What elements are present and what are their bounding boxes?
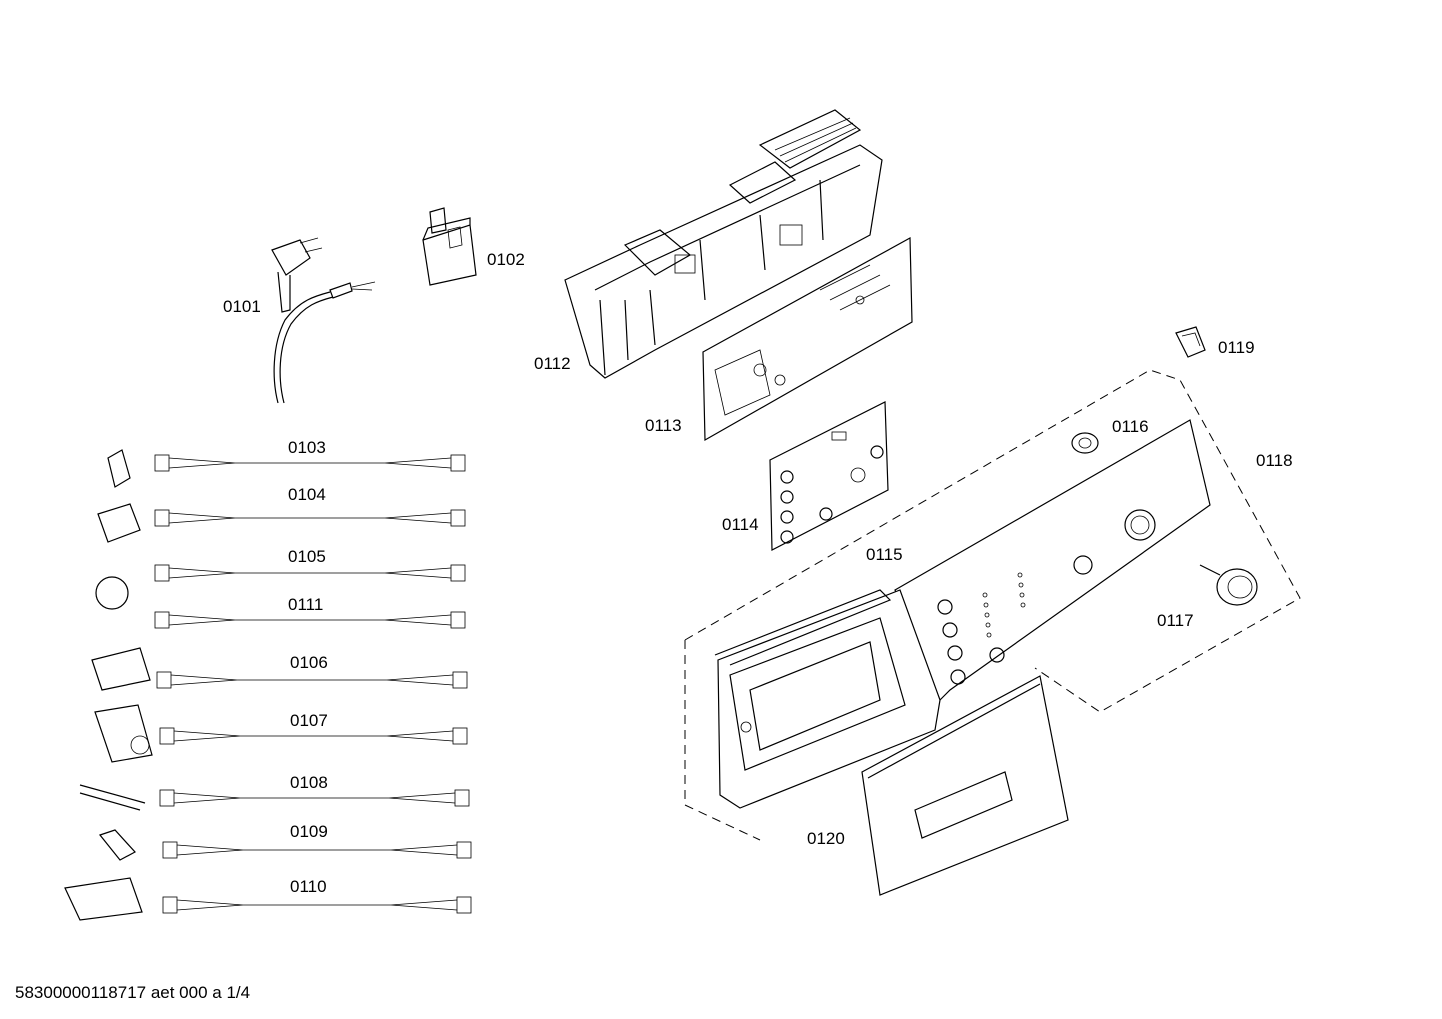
harness-row-0107[interactable] (94, 704, 468, 763)
label-0115: 0115 (866, 545, 903, 564)
control-panel-fascia-part[interactable] (714, 419, 1211, 809)
label-0118: 0118 (1256, 451, 1293, 470)
label-0102: 0102 (487, 250, 525, 269)
label-0101: 0101 (223, 297, 261, 316)
label-0119: 0119 (1218, 338, 1255, 357)
label-0110: 0110 (290, 877, 327, 896)
label-0107: 0107 (290, 711, 328, 730)
label-0111: 0111 (288, 595, 324, 614)
label-0108: 0108 (290, 773, 328, 792)
harness-row-0111[interactable] (154, 611, 466, 629)
harness-row-0105[interactable] (95, 564, 466, 610)
programme-knob-part[interactable] (1199, 564, 1258, 606)
harness-row-0106[interactable] (91, 647, 468, 691)
label-0113: 0113 (645, 416, 682, 435)
button-circuit-board-part[interactable] (769, 401, 889, 551)
label-0103: 0103 (288, 438, 326, 457)
main-circuit-board-part[interactable] (702, 236, 913, 442)
label-0112: 0112 (534, 354, 571, 373)
knob-insert-part[interactable] (1071, 432, 1099, 454)
document-reference-footer: 58300000118717 aet 000 a 1/4 (15, 983, 251, 1002)
fascia-assembly-outline (684, 369, 1301, 841)
label-0104: 0104 (288, 485, 326, 504)
harness-row-0110[interactable] (64, 877, 472, 921)
label-0116: 0116 (1112, 417, 1149, 436)
retaining-clip-part[interactable] (1175, 326, 1206, 358)
label-0106: 0106 (290, 653, 328, 672)
control-module-housing-part[interactable] (564, 109, 883, 379)
label-0120: 0120 (807, 829, 845, 848)
label-0114: 0114 (722, 515, 759, 534)
label-0117: 0117 (1157, 611, 1194, 630)
harness-row-0109[interactable] (98, 829, 472, 861)
drawer-handle-part[interactable] (861, 675, 1069, 896)
power-cord-part[interactable] (271, 237, 376, 404)
harness-row-0108[interactable] (79, 784, 470, 811)
harness-row-0104[interactable] (97, 503, 466, 543)
label-0105: 0105 (288, 547, 326, 566)
harness-row-0103[interactable] (107, 449, 466, 488)
interference-filter-part[interactable] (422, 207, 477, 286)
label-0109: 0109 (290, 822, 328, 841)
